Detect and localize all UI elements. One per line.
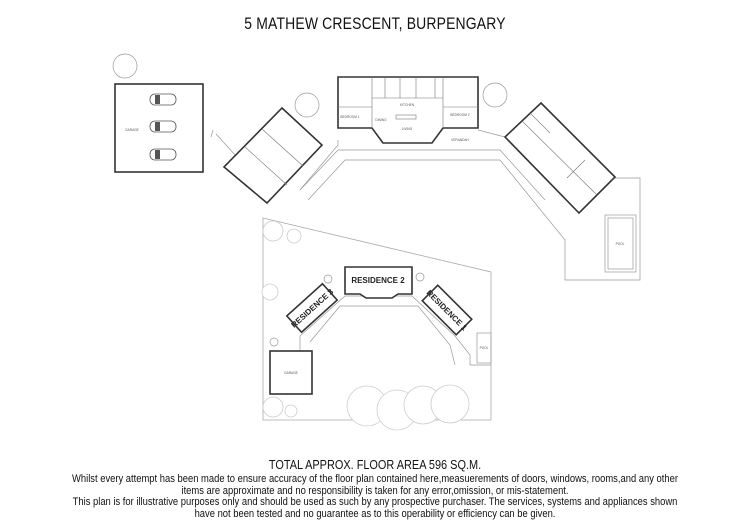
disclaimer-line: This plan is for illustrative purposes o… [72,496,678,508]
room-label: BEDROOM 2 [450,113,469,117]
disclaimer-line: Whilst every attempt has been made to en… [72,473,678,485]
total-floor-area: TOTAL APPROX. FLOOR AREA 596 SQ.M. [268,457,482,472]
room-label: DINING [375,118,387,122]
room-label: LIVING [402,127,413,131]
verandah-paths [210,82,641,281]
room-label: KITCHEN [400,103,415,107]
residence-2-site: RESIDENCE 2 [344,266,413,299]
trees [261,220,470,431]
residence-1-plan [503,101,617,215]
garage-label: GARAGE [125,128,139,132]
site-pool-label: POOL [480,346,489,350]
garage: GARAGE [112,53,204,173]
residence-3-plan [222,106,324,205]
entry-marker [112,53,138,79]
garage-site: GARAGE [269,350,313,395]
page-title: 5 MATHEW CRESCENT, BURPENGARY [244,14,506,33]
room-label: VERANDAH [451,138,469,142]
car-icon [149,120,177,133]
pool-label: POOL [616,242,625,246]
pool-plan: POOL [604,214,637,273]
site-plan: POOL RESIDENCE 2 RESIDENCE 3 RESIDENCE 1… [261,217,492,431]
site-garage-label: GARAGE [284,371,298,375]
disclaimer: Whilst every attempt has been made to en… [60,473,690,520]
residence-2-plan: KITCHEN DINING LIVING BEDROOM 2 BEDROOM … [337,76,479,144]
disclaimer-line: have not been tested and no guarantee as… [194,507,556,520]
room-label: BEDROOM 1 [340,115,359,119]
car-icon [149,93,177,106]
residence-2-label: RESIDENCE 2 [351,276,405,285]
disclaimer-line: items are approximate and no responsibil… [181,484,569,497]
car-icon [149,148,177,161]
